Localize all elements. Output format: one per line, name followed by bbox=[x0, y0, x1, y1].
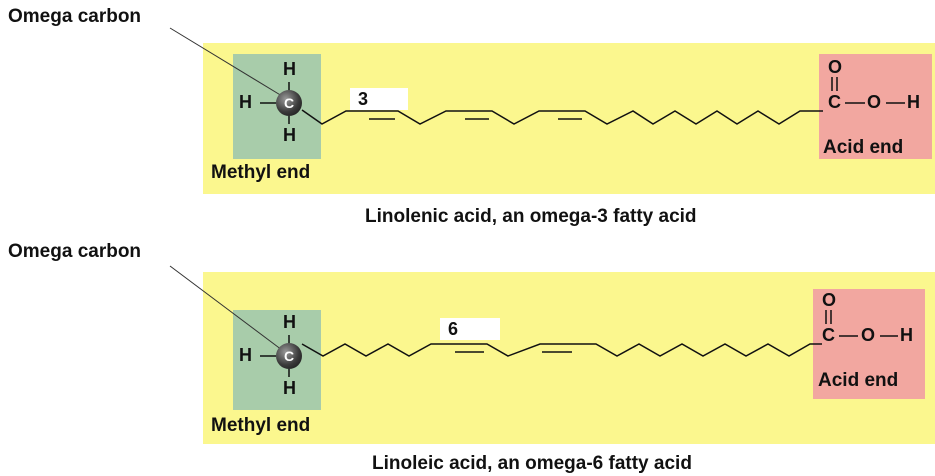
acid-oxygen: O bbox=[861, 325, 876, 345]
methyl-h-top: H bbox=[283, 312, 296, 332]
acid-hydrogen: H bbox=[907, 92, 920, 112]
carbon-chain-zigzag bbox=[301, 343, 822, 357]
omega-carbon-atom: C bbox=[276, 343, 302, 369]
omega-carbon-label: Omega carbon bbox=[8, 241, 142, 262]
acid-oxygen: O bbox=[867, 92, 882, 112]
acid-end-box bbox=[819, 54, 932, 159]
omega-carbon-atom: C bbox=[276, 90, 302, 116]
omega-position-number: 6 bbox=[440, 318, 500, 340]
methyl-h-left: H bbox=[239, 92, 252, 112]
methyl-end-label: Methyl end bbox=[211, 162, 311, 183]
methyl-h-top: H bbox=[283, 59, 296, 79]
methyl-h-bottom: H bbox=[283, 378, 296, 398]
omega-pointer-line bbox=[169, 27, 283, 97]
acid-carbon: C bbox=[828, 92, 841, 112]
acid-end-label: Acid end bbox=[818, 370, 899, 391]
acid-end-label: Acid end bbox=[823, 137, 904, 158]
linolenic-caption: Linolenic acid, an omega-3 fatty acid bbox=[365, 206, 697, 227]
acid-oxygen-double: O bbox=[822, 290, 837, 310]
methyl-end-label: Methyl end bbox=[211, 415, 311, 436]
acid-oxygen-double: O bbox=[828, 57, 843, 77]
omega-pointer-line bbox=[169, 265, 283, 351]
omega-position-number: 3 bbox=[350, 88, 408, 110]
methyl-h-bottom: H bbox=[283, 125, 296, 145]
acid-end-box bbox=[813, 289, 925, 399]
methyl-h-left: H bbox=[239, 345, 252, 365]
carbon-chain-zigzag bbox=[301, 109, 823, 125]
linoleic-caption: Linoleic acid, an omega-6 fatty acid bbox=[372, 453, 692, 474]
acid-carbon: C bbox=[822, 325, 835, 345]
acid-hydrogen: H bbox=[900, 325, 913, 345]
omega-carbon-label: Omega carbon bbox=[8, 6, 142, 27]
